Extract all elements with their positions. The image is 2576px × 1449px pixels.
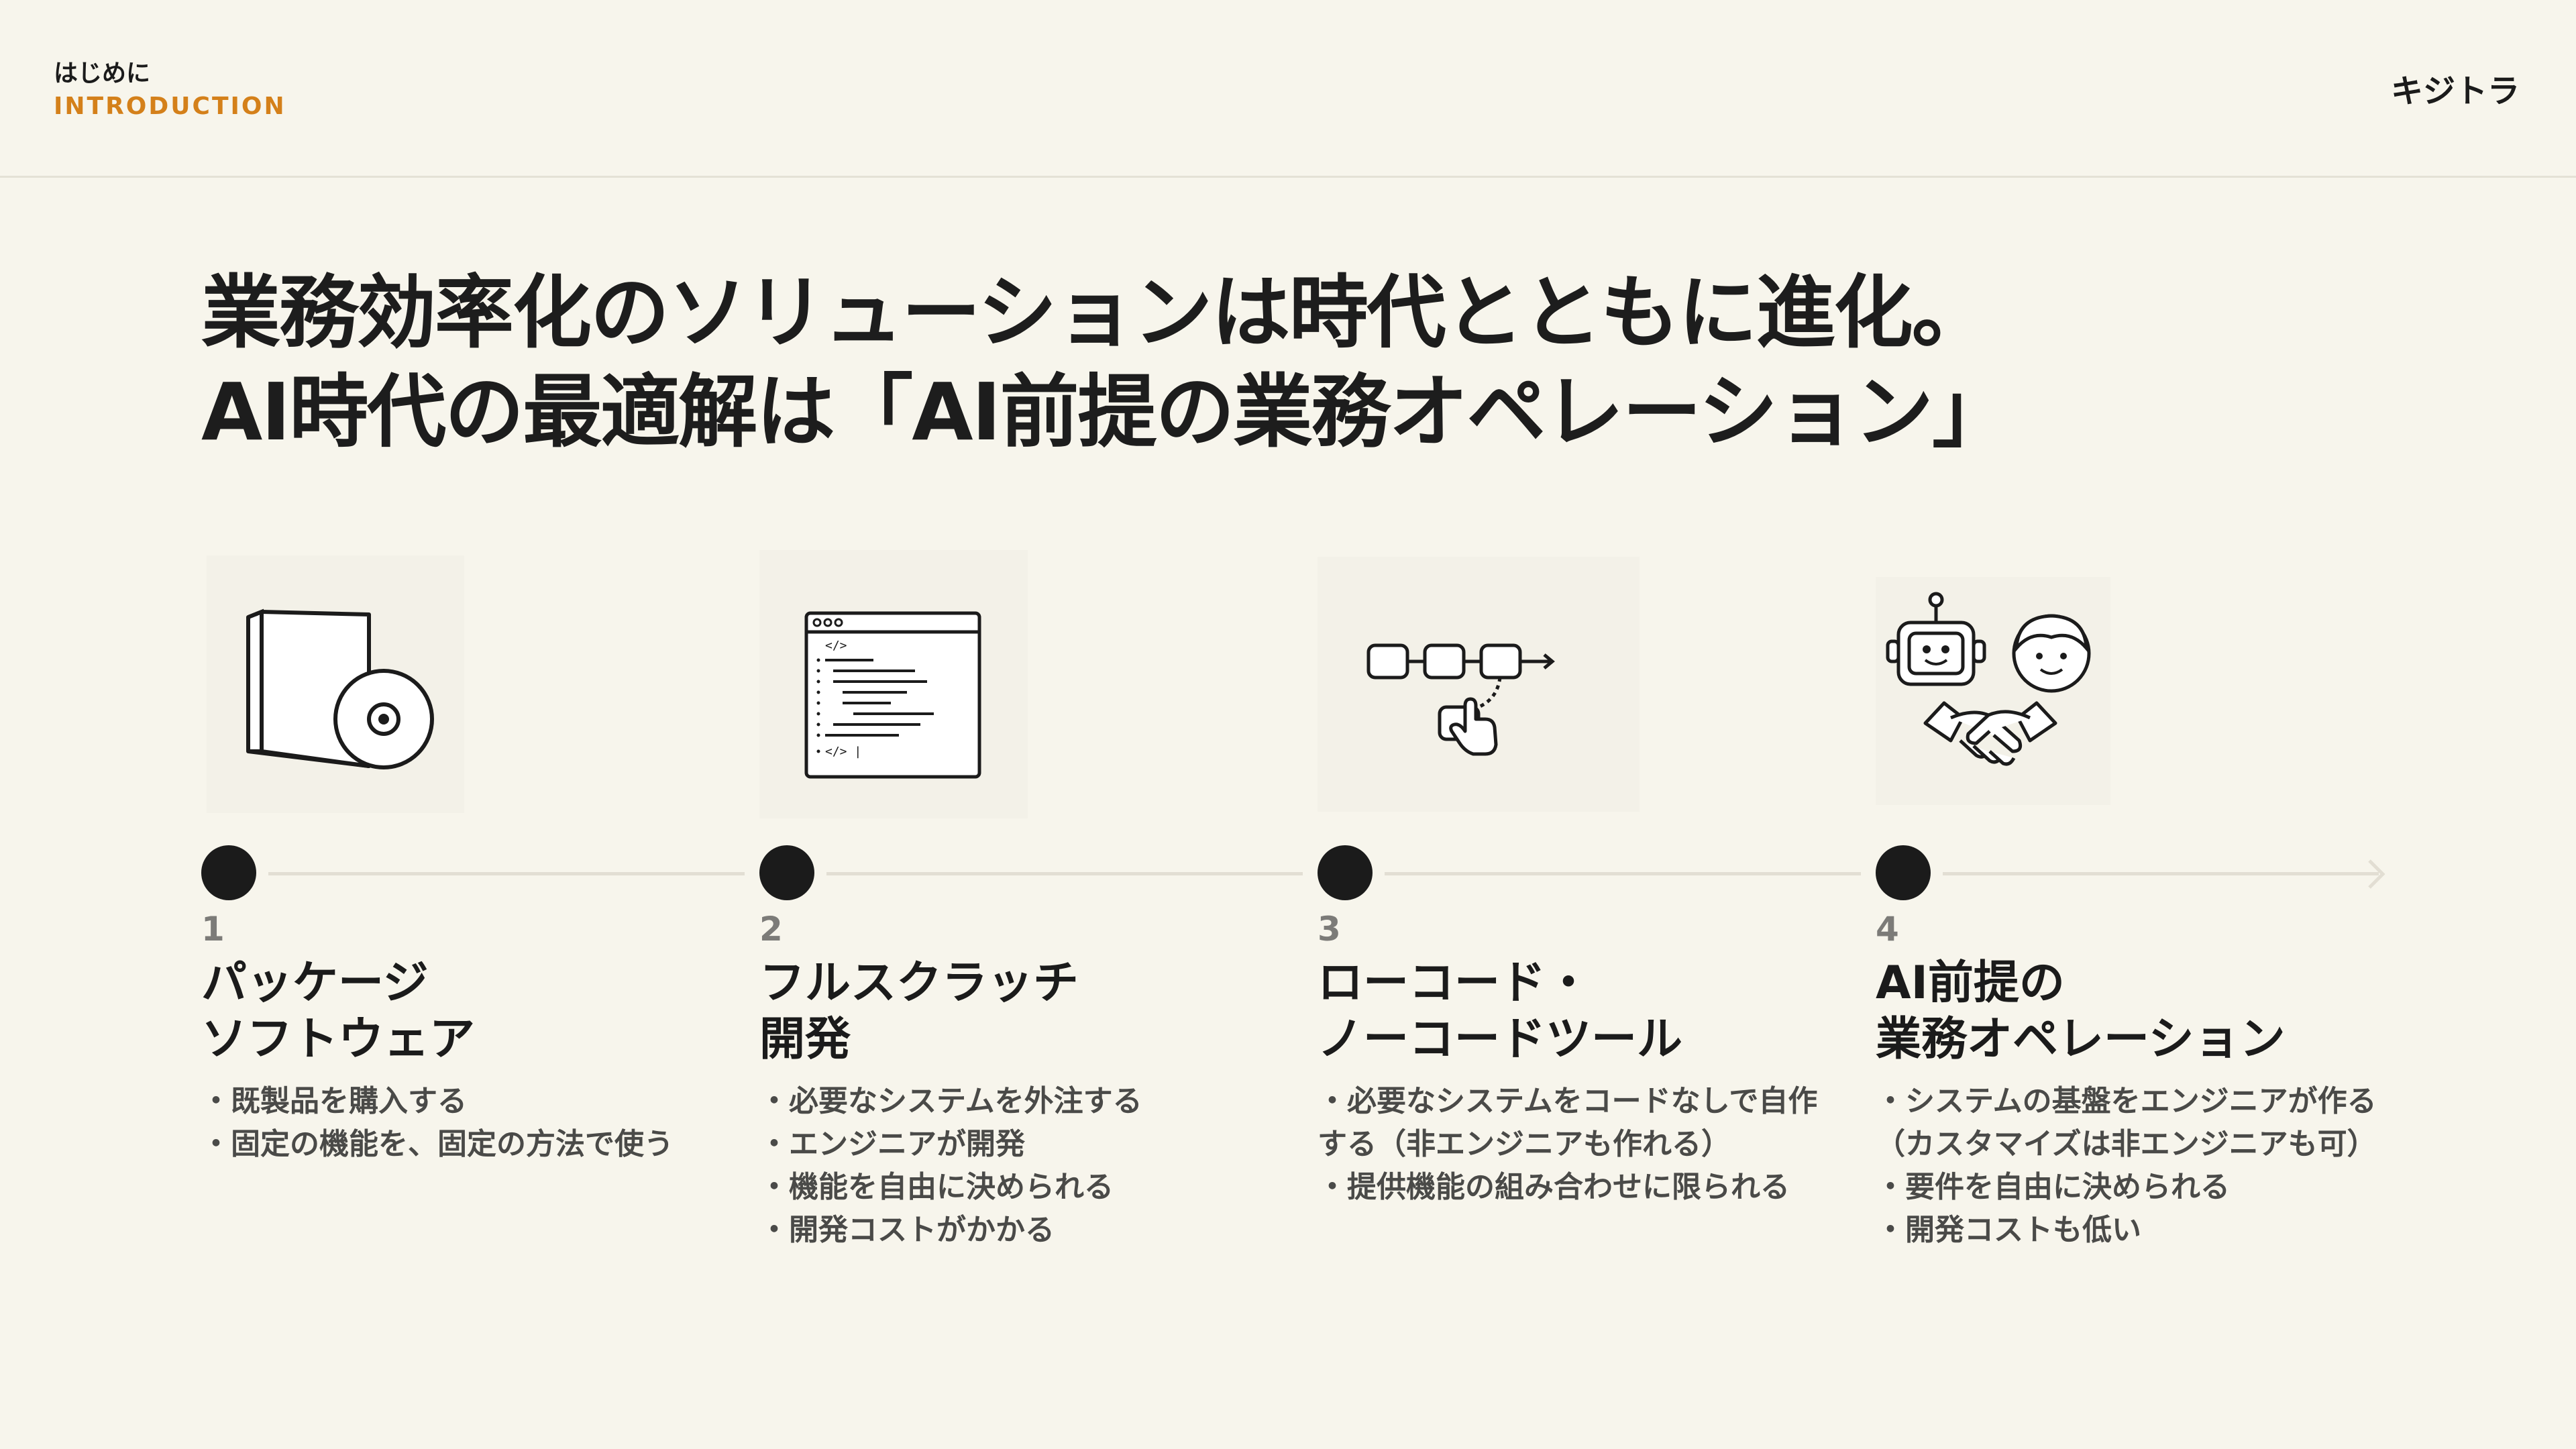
bullet-item: ・開発コストがかかる (759, 1213, 1055, 1247)
step-title: パッケージ ソフトウェア (201, 955, 475, 1068)
bullet-item: ・固定の機能を、固定の方法で使う (201, 1127, 674, 1161)
step-number: 2 (759, 910, 783, 949)
svg-text:</>: </> (825, 639, 847, 653)
step-title-line-1: ローコード・ (1318, 957, 1592, 1010)
step-title-line-2: 業務オペレーション (1876, 1013, 2286, 1066)
code-editor-icon: </> </> | (759, 550, 1028, 818)
brand-logo-text: キジトラ (2390, 72, 2520, 110)
section-label-jp: はじめに (54, 60, 151, 87)
bullet-item: ・必要なシステムを外注する (759, 1084, 1142, 1118)
step-title: フルスクラッチ 開発 (759, 955, 1079, 1068)
bullet-item: （カスタマイズは非エンジニアも可） (1876, 1127, 2377, 1161)
timeline-dot-1 (201, 845, 256, 900)
timeline-segment-1 (268, 872, 745, 875)
bullet-item: ・エンジニアが開発 (759, 1127, 1025, 1161)
bullet-item: ・システムの基盤をエンジニアが作る (1876, 1084, 2377, 1118)
step-description: ・必要なシステムを外注する ・エンジニアが開発 ・機能を自由に決められる ・開発… (759, 1080, 1296, 1252)
bullet-item: する（非エンジニアも作れる） (1318, 1127, 1731, 1161)
timeline-segment-4 (1943, 872, 2379, 875)
timeline-dot-4 (1876, 845, 1931, 900)
step-title-line-1: AI前提の (1876, 957, 2065, 1010)
bullet-item: ・要件を自由に決められる (1876, 1170, 2230, 1204)
step-title: ローコード・ ノーコードツール (1318, 955, 1682, 1068)
timeline-dot-2 (759, 845, 814, 900)
bullet-item: ・機能を自由に決められる (759, 1170, 1114, 1204)
bullet-item: ・必要なシステムをコードなしで自作 (1318, 1084, 1818, 1118)
software-package-icon (201, 550, 470, 818)
svg-text:</> |: </> | (825, 745, 861, 759)
step-number: 1 (201, 910, 225, 949)
step-title-line-2: 開発 (759, 1013, 851, 1066)
step-title-line-1: フルスクラッチ (759, 957, 1079, 1010)
step-title: AI前提の 業務オペレーション (1876, 955, 2286, 1068)
step-description: ・システムの基盤をエンジニアが作る （カスタマイズは非エンジニアも可） ・要件を… (1876, 1080, 2412, 1252)
step-number: 3 (1318, 910, 1341, 949)
step-title-line-2: ソフトウェア (201, 1013, 476, 1066)
bullet-item: ・既製品を購入する (201, 1084, 467, 1118)
timeline-arrow-icon (2368, 859, 2385, 889)
headline-line-2: AI時代の最適解は「AI前提の業務オペレーション」 (201, 366, 2011, 458)
bullet-item: ・開発コストも低い (1876, 1213, 2141, 1247)
header-bar: はじめに INTRODUCTION キジトラ (0, 0, 2576, 178)
section-label-en: INTRODUCTION (54, 93, 286, 120)
page-headline: 業務効率化のソリューションは時代とともに進化。 AI時代の最適解は「AI前提の業… (201, 263, 2011, 462)
timeline-dot-3 (1318, 845, 1373, 900)
workflow-blocks-icon (1318, 550, 1640, 818)
timeline-segment-2 (826, 872, 1303, 875)
step-description: ・既製品を購入する ・固定の機能を、固定の方法で使う (201, 1080, 738, 1166)
step-number: 4 (1876, 910, 1899, 949)
headline-line-1: 業務効率化のソリューションは時代とともに進化。 (201, 266, 1991, 359)
timeline-segment-3 (1385, 872, 1861, 875)
step-title-line-2: ノーコードツール (1318, 1013, 1683, 1066)
step-description: ・必要なシステムをコードなしで自作 する（非エンジニアも作れる） ・提供機能の組… (1318, 1080, 1854, 1209)
robot-human-handshake-icon (1876, 550, 2144, 818)
bullet-item: ・提供機能の組み合わせに限られる (1318, 1170, 1790, 1204)
step-title-line-1: パッケージ (201, 957, 429, 1010)
